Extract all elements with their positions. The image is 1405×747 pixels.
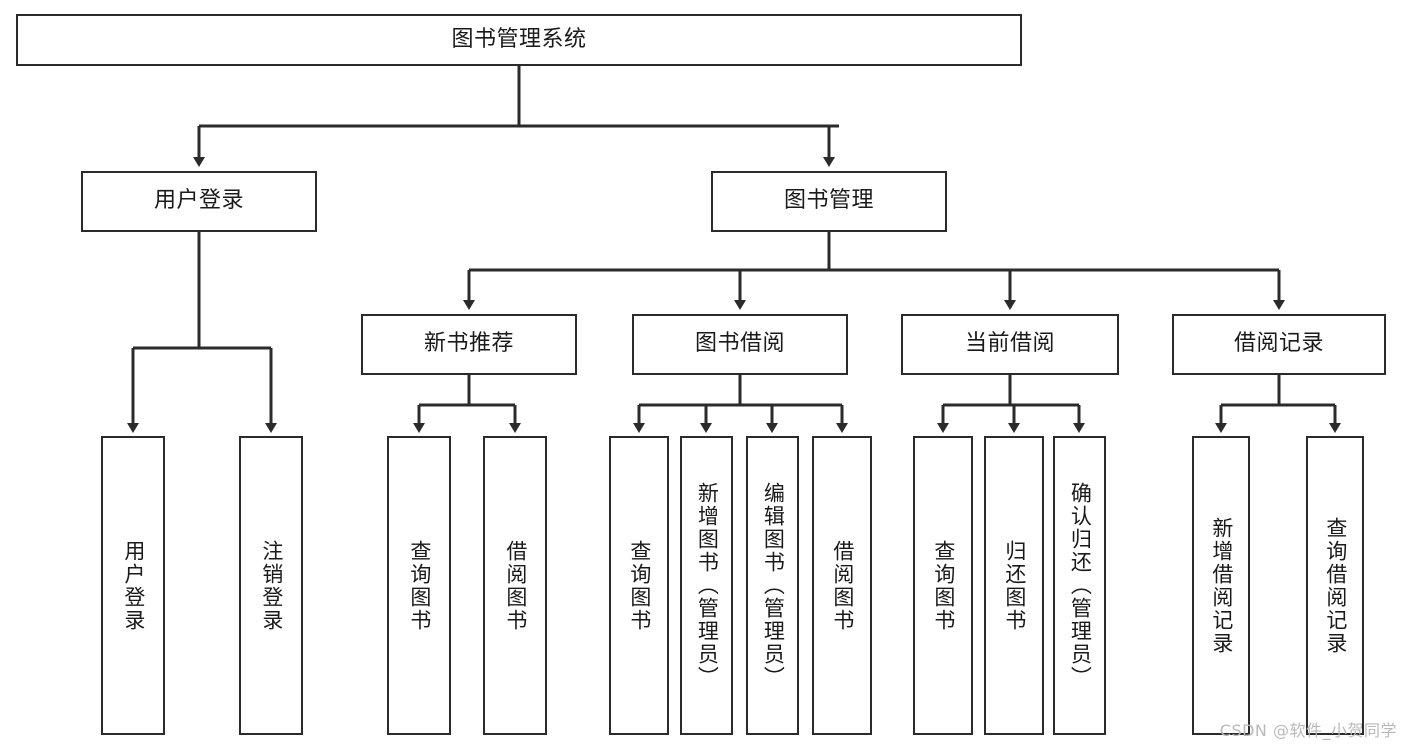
node-root-label: 图书管理系统 bbox=[451, 26, 587, 52]
node-borrow-record[interactable]: 借阅记录 bbox=[1172, 314, 1386, 375]
node-leaf-add-book[interactable]: 新增图书（管理员） bbox=[680, 436, 733, 735]
node-leaf-query-book-current-label: 查询图书 bbox=[931, 539, 956, 632]
node-user-login[interactable]: 用户登录 bbox=[81, 171, 317, 232]
node-leaf-edit-book[interactable]: 编辑图书（管理员） bbox=[746, 436, 799, 735]
node-book-borrow[interactable]: 图书借阅 bbox=[632, 314, 848, 375]
node-leaf-user-login[interactable]: 用户登录 bbox=[101, 436, 165, 735]
node-leaf-query-book-current[interactable]: 查询图书 bbox=[913, 436, 973, 735]
node-leaf-confirm-return-label: 确认归还（管理员） bbox=[1068, 482, 1093, 689]
node-leaf-query-book-recommend-label: 查询图书 bbox=[407, 539, 432, 632]
node-leaf-borrow-book-recommend-label: 借阅图书 bbox=[503, 539, 528, 632]
node-borrow-record-label: 借阅记录 bbox=[1233, 331, 1324, 357]
node-leaf-return-book-label: 归还图书 bbox=[1002, 539, 1027, 632]
node-leaf-query-book-borrow[interactable]: 查询图书 bbox=[609, 436, 669, 735]
node-book-management[interactable]: 图书管理 bbox=[711, 171, 947, 232]
node-book-borrow-label: 图书借阅 bbox=[694, 331, 785, 357]
node-root[interactable]: 图书管理系统 bbox=[16, 14, 1022, 66]
node-leaf-return-book[interactable]: 归还图书 bbox=[984, 436, 1044, 735]
node-leaf-query-borrow-record[interactable]: 查询借阅记录 bbox=[1306, 436, 1364, 735]
node-leaf-borrow-book-label: 借阅图书 bbox=[830, 539, 855, 632]
node-leaf-add-borrow-record[interactable]: 新增借阅记录 bbox=[1192, 436, 1250, 735]
node-user-login-label: 用户登录 bbox=[153, 188, 244, 214]
node-book-management-label: 图书管理 bbox=[783, 188, 874, 214]
node-leaf-confirm-return[interactable]: 确认归还（管理员） bbox=[1053, 436, 1106, 735]
node-leaf-add-borrow-record-label: 新增借阅记录 bbox=[1209, 516, 1234, 655]
node-leaf-query-borrow-record-label: 查询借阅记录 bbox=[1323, 516, 1348, 655]
node-leaf-query-book-borrow-label: 查询图书 bbox=[627, 539, 652, 632]
node-leaf-logout-label: 注销登录 bbox=[259, 539, 284, 632]
node-leaf-borrow-book[interactable]: 借阅图书 bbox=[812, 436, 872, 735]
node-current-borrow-label: 当前借阅 bbox=[964, 331, 1055, 357]
csdn-watermark: CSDN @软件_小贺同学 bbox=[1219, 721, 1397, 740]
node-leaf-user-login-label: 用户登录 bbox=[121, 539, 146, 632]
node-leaf-logout[interactable]: 注销登录 bbox=[239, 436, 303, 735]
node-leaf-borrow-book-recommend[interactable]: 借阅图书 bbox=[483, 436, 547, 735]
node-new-book-recommend-label: 新书推荐 bbox=[423, 331, 514, 357]
node-leaf-query-book-recommend[interactable]: 查询图书 bbox=[387, 436, 451, 735]
node-new-book-recommend[interactable]: 新书推荐 bbox=[361, 314, 577, 375]
node-leaf-add-book-label: 新增图书（管理员） bbox=[695, 482, 720, 689]
node-leaf-edit-book-label: 编辑图书（管理员） bbox=[761, 482, 786, 689]
node-current-borrow[interactable]: 当前借阅 bbox=[901, 314, 1119, 375]
